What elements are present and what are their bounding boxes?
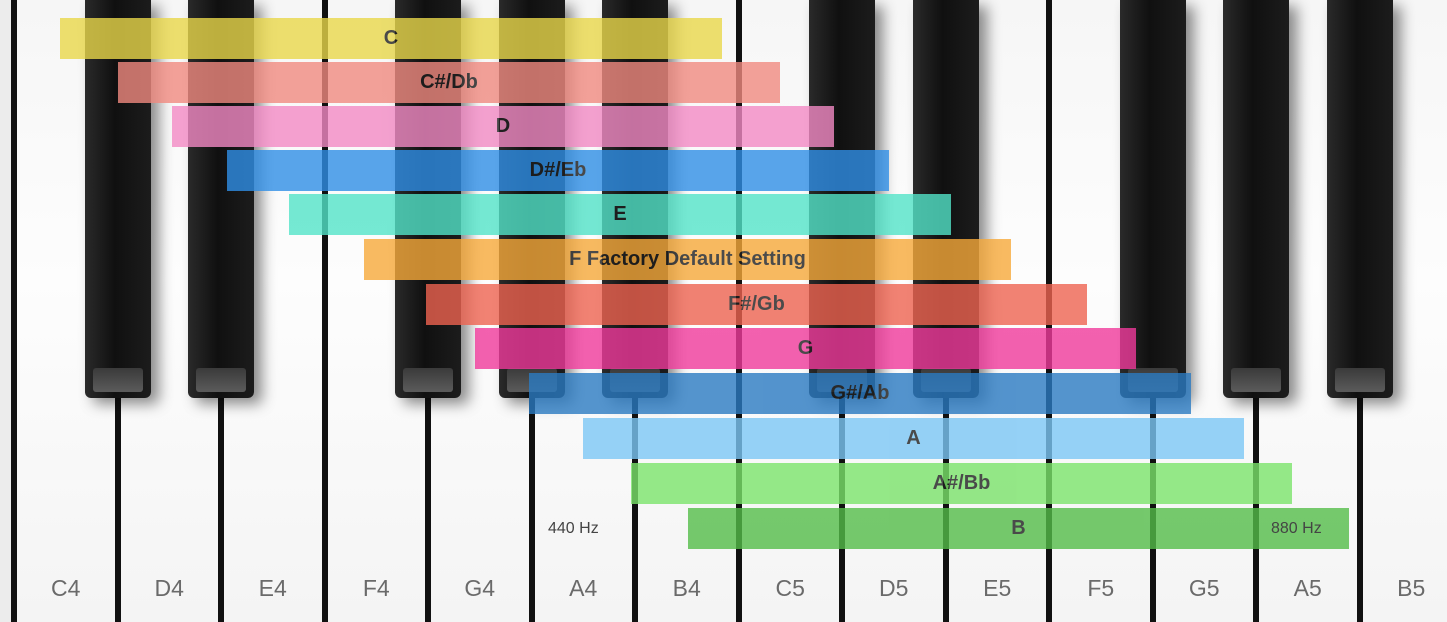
band-label: D [495, 115, 511, 137]
black-key [1223, 0, 1289, 398]
band-e: E [289, 194, 951, 235]
band-label: A [906, 427, 921, 449]
key-label-c4: C4 [51, 575, 81, 601]
band-b: B [688, 508, 1349, 549]
band-c: C [60, 18, 722, 59]
key-label-b5: B5 [1397, 575, 1426, 601]
key-label-f4: F4 [362, 575, 390, 601]
key-label-f5: F5 [1087, 575, 1115, 601]
key-label-d4: D4 [154, 575, 184, 601]
key-label-a5: A5 [1293, 575, 1322, 601]
band-label: C [383, 27, 399, 49]
band-label: B [1011, 517, 1026, 539]
black-key [1326, 0, 1393, 398]
band-label: F#/Gb [728, 293, 785, 315]
band-gs-ab: G#/Ab [529, 373, 1191, 414]
key-label-a4: A4 [569, 575, 598, 601]
key-label-e5: E5 [983, 575, 1012, 601]
band-fs-gb: F#/Gb [426, 284, 1087, 325]
key-label-g4: G4 [464, 575, 496, 601]
band-label: G [797, 337, 814, 359]
key-label-b4: B4 [672, 575, 701, 601]
key-divider [11, 0, 17, 622]
hz-label-880: 880 Hz [1271, 520, 1322, 537]
band-as-bb: A#/Bb [631, 463, 1292, 504]
band-label: G#/Ab [830, 382, 890, 404]
band-label: F Factory Default Setting [569, 248, 806, 270]
key-label-d5: D5 [879, 575, 909, 601]
band-label: D#/Eb [529, 159, 587, 181]
black-key [188, 0, 254, 398]
black-key [84, 0, 151, 398]
key-label-e4: E4 [258, 575, 287, 601]
hz-label-440: 440 Hz [548, 520, 599, 537]
band-label: E [613, 203, 627, 225]
band-d: D [172, 106, 834, 147]
band-a: A [583, 418, 1244, 459]
band-f: F Factory Default Setting [364, 239, 1011, 280]
key-label-g5: G5 [1188, 575, 1220, 601]
band-cs-db: C#/Db [118, 62, 780, 103]
band-label: A#/Bb [932, 472, 991, 494]
band-ds-eb: D#/Eb [227, 150, 889, 191]
key-divider [321, 0, 328, 622]
key-label-c5: C5 [775, 575, 805, 601]
band-label: C#/Db [420, 71, 478, 93]
band-g: G [475, 328, 1136, 369]
